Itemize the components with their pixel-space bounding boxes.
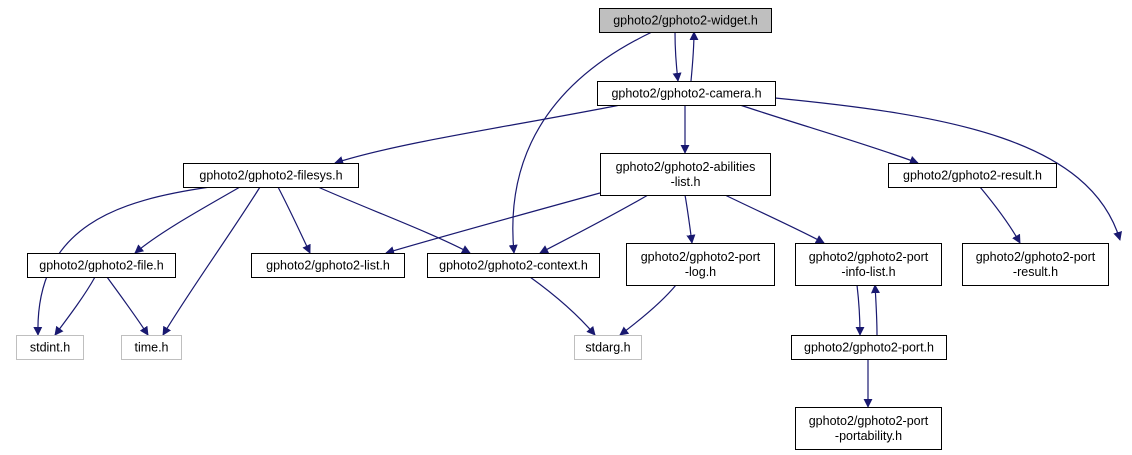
nodes-layer: gphoto2/gphoto2-widget.h gphoto2/gphoto2-… [16, 8, 1109, 450]
node-camera-label-line-1: gphoto2/gphoto2-camera.h [611, 87, 761, 101]
node-filesys-label-line-1: gphoto2/gphoto2-filesys.h [199, 169, 342, 183]
node-portability-label-line-2: -portability.h [835, 429, 902, 443]
edge-camera-to-port [774, 97, 1122, 241]
edge-filesys-to-file [134, 186, 241, 254]
node-abilities[interactable]: gphoto2/gphoto2-abilities-list.h [600, 153, 771, 196]
node-abilities-label-line-1: gphoto2/gphoto2-abilities [616, 160, 756, 174]
node-result-label-line-1: gphoto2/gphoto2-result.h [903, 169, 1042, 183]
node-filesys-box [183, 163, 359, 188]
edge-abilities-to-portinfo [724, 194, 825, 244]
node-widget-label-line-1: gphoto2/gphoto2-widget.h [613, 14, 758, 28]
node-portlog-box [626, 243, 775, 286]
node-port-box [791, 335, 947, 360]
edge-file-to-time [106, 276, 149, 336]
node-stdarg-box [574, 335, 642, 360]
node-portinfo-label-line-1: gphoto2/gphoto2-port [809, 250, 929, 264]
edge-result-to-portresult [979, 186, 1021, 244]
node-abilities-box [600, 153, 771, 196]
node-stdint: stdint.h [16, 335, 84, 360]
node-stdint-label-line-1: stdint.h [30, 341, 70, 355]
node-file-label-line-1: gphoto2/gphoto2-file.h [39, 259, 163, 273]
node-portresult-label-line-1: gphoto2/gphoto2-port [976, 250, 1096, 264]
node-widget-box [599, 8, 772, 33]
node-portlog-label-line-1: gphoto2/gphoto2-port [641, 250, 761, 264]
edge-portlog-to-stdarg [619, 284, 677, 336]
node-portresult-label-line-2: -result.h [1013, 265, 1058, 279]
node-camera[interactable]: gphoto2/gphoto2-camera.h [597, 81, 776, 106]
node-portinfo[interactable]: gphoto2/gphoto2-port-info-list.h [795, 243, 942, 286]
edges-layer [33, 31, 1122, 408]
edge-camera-to-widget [689, 31, 699, 82]
node-list-box [251, 253, 405, 278]
node-stdarg: stdarg.h [574, 335, 642, 360]
node-portability-box [795, 407, 942, 450]
edge-filesys-to-list [277, 186, 311, 254]
edge-filesys-to-context [317, 186, 471, 254]
node-context[interactable]: gphoto2/gphoto2-context.h [427, 253, 600, 278]
node-time: time.h [121, 335, 182, 360]
edge-widget-to-camera [672, 31, 682, 82]
node-portresult-box [962, 243, 1109, 286]
edge-port-to-portinfo [870, 284, 880, 336]
node-port[interactable]: gphoto2/gphoto2-port.h [791, 335, 947, 360]
node-time-box [121, 335, 182, 360]
node-stdarg-label-line-1: stdarg.h [585, 341, 630, 355]
edge-abilities-to-list [385, 192, 601, 256]
node-list[interactable]: gphoto2/gphoto2-list.h [251, 253, 405, 278]
node-context-box [427, 253, 600, 278]
node-portinfo-label-line-2: -info-list.h [841, 265, 895, 279]
node-list-label-line-1: gphoto2/gphoto2-list.h [266, 259, 390, 273]
node-file[interactable]: gphoto2/gphoto2-file.h [27, 253, 176, 278]
node-portability[interactable]: gphoto2/gphoto2-port-portability.h [795, 407, 942, 450]
node-filesys[interactable]: gphoto2/gphoto2-filesys.h [183, 163, 359, 188]
edge-context-to-stdarg [529, 276, 596, 336]
edge-widget-to-context [508, 31, 653, 254]
node-portlog-label-line-2: -log.h [685, 265, 716, 279]
node-context-label-line-1: gphoto2/gphoto2-context.h [439, 259, 588, 273]
edge-portinfo-to-port [855, 284, 865, 336]
node-widget[interactable]: gphoto2/gphoto2-widget.h [599, 8, 772, 33]
edge-abilities-to-context [539, 194, 649, 254]
edge-camera-to-result [739, 104, 919, 165]
node-portinfo-box [795, 243, 942, 286]
node-file-box [27, 253, 176, 278]
node-camera-box [597, 81, 776, 106]
edge-filesys-to-stdint [33, 186, 211, 336]
node-port-label-line-1: gphoto2/gphoto2-port.h [804, 341, 934, 355]
node-result-box [888, 163, 1057, 188]
edge-filesys-to-time [162, 186, 261, 336]
edge-abilities-to-portlog [684, 194, 696, 244]
node-abilities-label-line-2: -list.h [671, 175, 701, 189]
node-time-label-line-1: time.h [134, 341, 168, 355]
node-portresult[interactable]: gphoto2/gphoto2-port-result.h [962, 243, 1109, 286]
node-result[interactable]: gphoto2/gphoto2-result.h [888, 163, 1057, 188]
edge-file-to-stdint [54, 276, 96, 336]
edge-camera-to-filesys [334, 104, 621, 165]
node-portlog[interactable]: gphoto2/gphoto2-port-log.h [626, 243, 775, 286]
node-portability-label-line-1: gphoto2/gphoto2-port [809, 414, 929, 428]
node-stdint-box [16, 335, 84, 360]
